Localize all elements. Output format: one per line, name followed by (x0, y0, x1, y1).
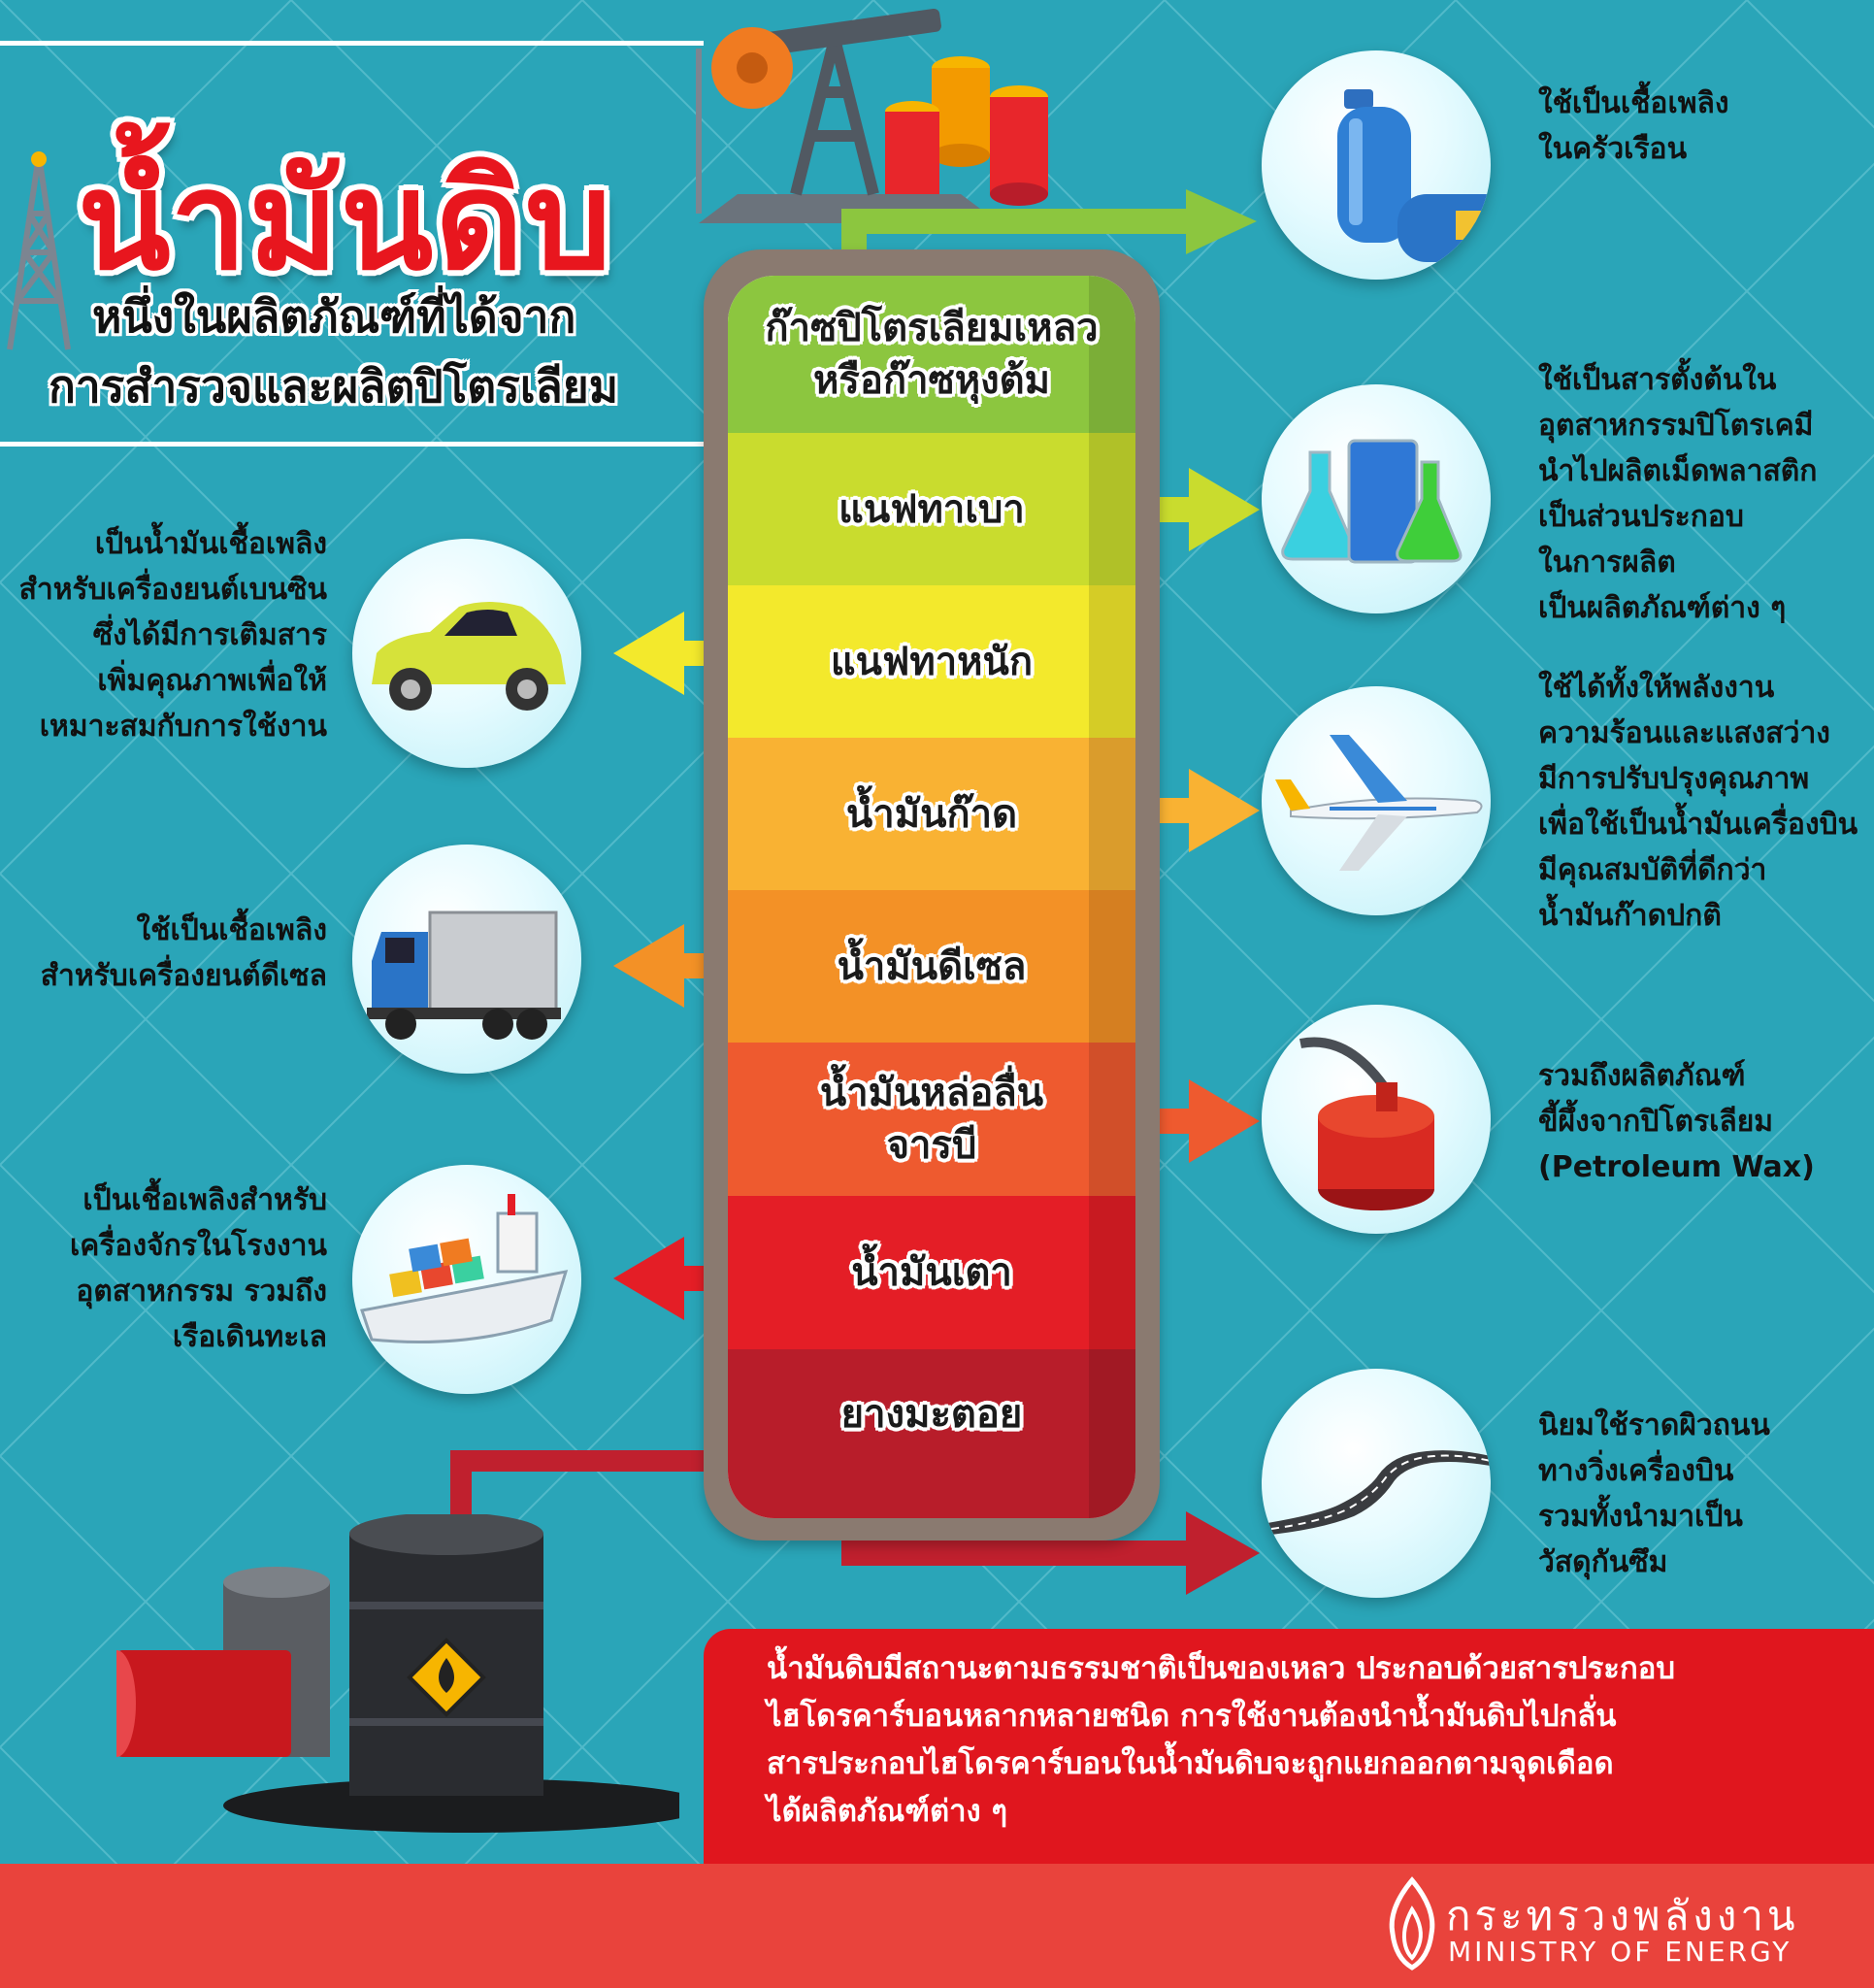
layer-light-naphtha-label: แนฟทาเบา (838, 486, 1025, 532)
title-top-line (0, 41, 704, 46)
layer-kerosene: น้ำมันก๊าด (728, 738, 1135, 890)
kerosene-description: ใช้ได้ทั้งให้พลังงาน ความร้อนและแสงสว่าง… (1538, 671, 1858, 933)
layer-lpg-label: ก๊าซปิโตรเลียมเหลว หรือก๊าซหุงต้ม (765, 306, 1099, 403)
car-icon (372, 602, 566, 711)
heavy-naphtha-circle (352, 539, 581, 768)
layer-lubricant-label: น้ำมันหล่อลื่น จารบี (819, 1071, 1044, 1168)
layer-lpg: ก๊าซปิโตรเลียมเหลว หรือก๊าซหุงต้ม (728, 276, 1135, 433)
asphalt-circle (1262, 1369, 1491, 1598)
distillation-column: ก๊าซปิโตรเลียมเหลว หรือก๊าซหุงต้ม แนฟทาเ… (728, 276, 1135, 1518)
oil-derrick-icon (7, 151, 71, 350)
kerosene-circle (1262, 686, 1491, 915)
layer-light-naphtha: แนฟทาเบา (728, 433, 1135, 585)
diesel-circle (352, 845, 581, 1074)
layer-kerosene-label: น้ำมันก๊าด (845, 791, 1018, 837)
heavy-naphtha-description: เป็นน้ำมันเชื้อเพลิง สำหรับเครื่องยนต์เบ… (18, 527, 327, 744)
summary-text: น้ำมันดิบมีสถานะตามธรรมชาติเป็นของเหลว ป… (767, 1651, 1676, 1829)
layer-asphalt: ยางมะตอย (728, 1349, 1135, 1518)
light-naphtha-circle (1262, 384, 1491, 613)
asphalt-description: นิยมใช้ราดผิวถนน ทางวิ่งเครื่องบิน รวมทั… (1538, 1408, 1770, 1579)
fuel-oil-description: เป็นเชื้อเพลิงสำหรับ เครื่องจักรในโรงงาน… (70, 1183, 327, 1354)
subtitle-line-2: การสำรวจและผลิตปิโตรเลียม (49, 360, 619, 413)
gas-cylinder-icon (1337, 89, 1491, 262)
layer-lubricant: น้ำมันหล่อลื่น จารบี (728, 1043, 1135, 1196)
truck-icon (367, 911, 561, 1040)
ministry-name-english: MINISTRY OF ENERGY (1448, 1936, 1792, 1968)
summary-box (704, 1629, 1874, 1883)
cargo-ship-icon (360, 1194, 569, 1343)
fuel-oil-arrow-head (613, 1237, 684, 1320)
layer-heavy-naphtha: แนฟทาหนัก (728, 585, 1135, 738)
layer-heavy-naphtha-label: แนฟทาหนัก (830, 639, 1034, 684)
flame-logo-icon (1389, 1876, 1435, 1971)
oil-can-icon (1299, 1037, 1434, 1210)
layer-diesel-label: น้ำมันดีเซล (837, 944, 1027, 989)
footer-bar (0, 1864, 1874, 1988)
ministry-name-thai: กระทรวงพลังงาน (1446, 1892, 1799, 1939)
lubricant-circle (1262, 1005, 1491, 1234)
title-bottom-line (0, 442, 704, 447)
oil-barrel-icon (116, 1514, 679, 1833)
diesel-description: ใช้เป็นเชื้อเพลิง สำหรับเครื่องยนต์ดีเซล (40, 913, 327, 993)
heavy-naphtha-arrow-head (613, 612, 684, 695)
lubricant-description: รวมถึงผลิตภัณฑ์ ขี้ผึ้งจากปิโตรเลียม (Pe… (1538, 1059, 1815, 1184)
fuel-oil-circle (352, 1165, 581, 1394)
diesel-arrow-head (613, 924, 684, 1008)
lpg-description: ใช้เป็นเชื้อเพลิง ในครัวเรือน (1538, 86, 1729, 166)
layer-asphalt-label: ยางมะตอย (840, 1392, 1023, 1437)
layer-diesel: น้ำมันดีเซล (728, 890, 1135, 1043)
kerosene-arrow-head (1189, 769, 1260, 852)
light-naphtha-arrow-head (1189, 468, 1260, 551)
light-naphtha-description: ใช้เป็นสารตั้งต้นใน อุตสาหกรรมปิโตรเคมี … (1538, 363, 1818, 625)
road-icon (1262, 1450, 1491, 1536)
page-title: น้ำมันดิบ (78, 143, 614, 301)
layer-fuel-oil-label: น้ำมันเตา (851, 1250, 1012, 1295)
subtitle-line-1: หนึ่งในผลิตภัณฑ์ที่ได้จาก (92, 290, 576, 343)
layer-fuel-oil: น้ำมันเตา (728, 1196, 1135, 1349)
lpg-circle (1262, 50, 1491, 280)
asphalt-arrow-head (1186, 1511, 1260, 1595)
lpg-arrow-head (1186, 189, 1257, 254)
airplane-icon (1275, 735, 1483, 871)
lubricant-arrow-head (1189, 1079, 1260, 1163)
lab-flask-icon (1281, 439, 1463, 564)
